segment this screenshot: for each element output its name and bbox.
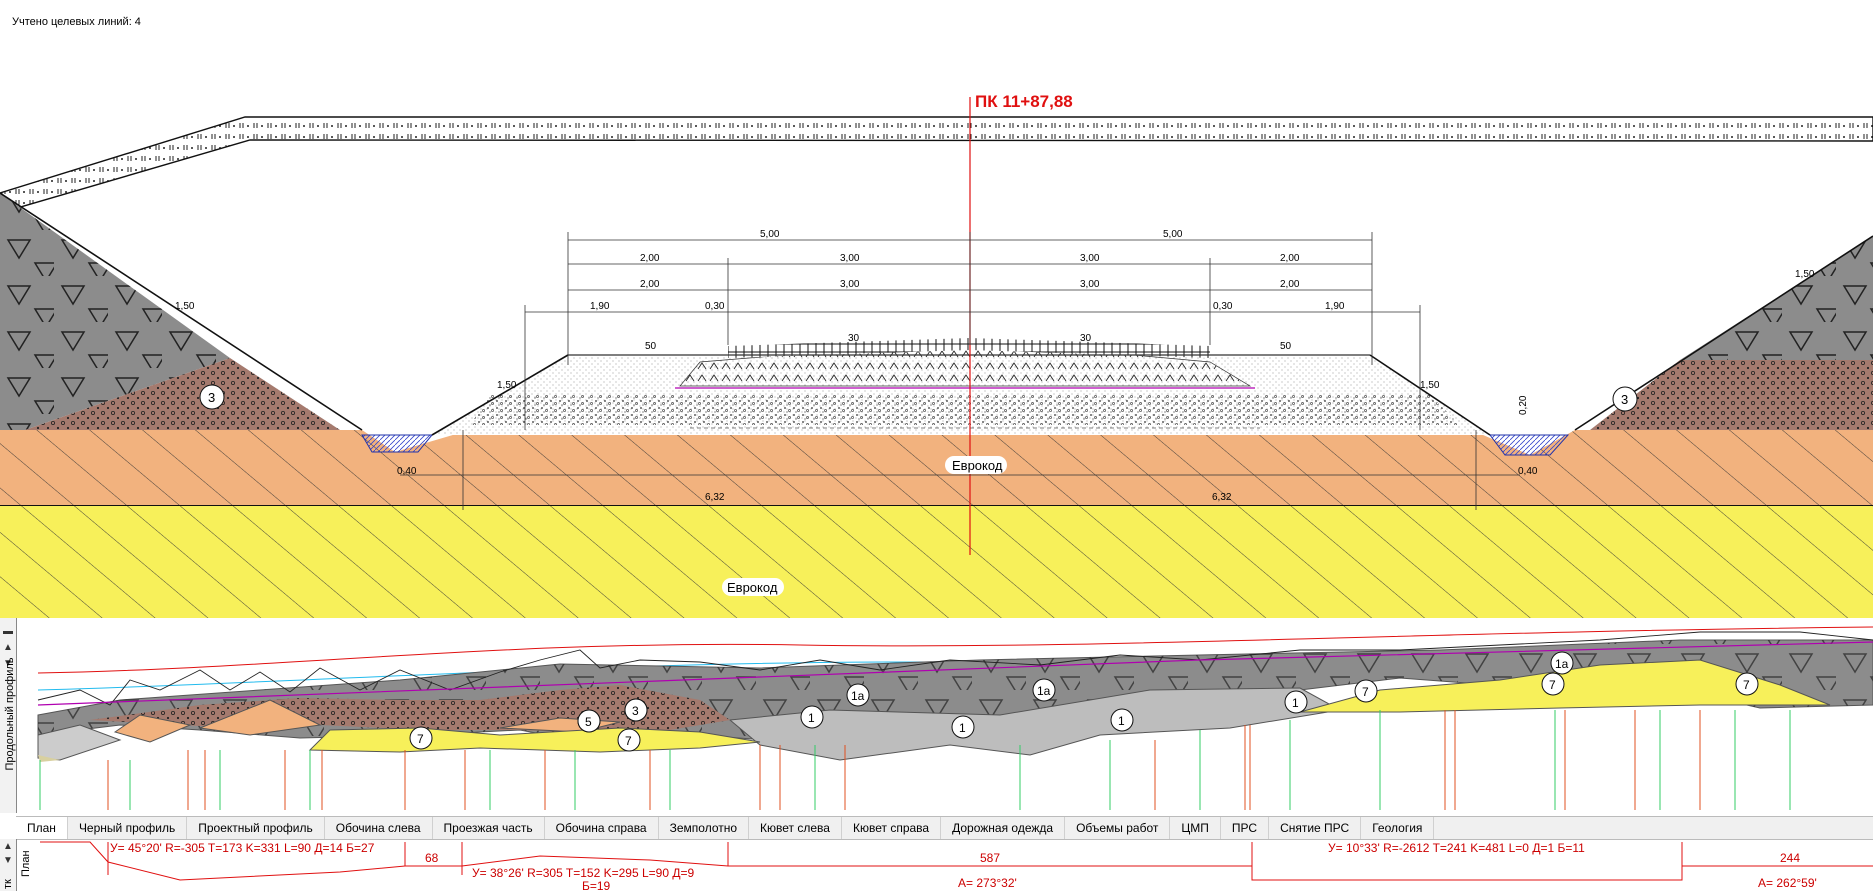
width-left: 6,32 [705,492,725,503]
plan-curve-2b: Б=19 [582,879,611,893]
profile-side-bar: ▬ ▲ ▼ Продольный профиль [0,618,17,813]
tab-carriageway[interactable]: Проезжая часть [433,817,545,839]
tab-left-ditch[interactable]: Кювет слева [749,817,842,839]
slope-right-emb: 1,50 [1420,380,1440,391]
station-label: ПК 11+87,88 [975,92,1073,111]
shoulder-slope-left: 50 [645,341,657,352]
dim-shoulder-right: 1,90 [1325,301,1345,312]
profile-panel[interactable]: ▬ ▲ ▼ Продольный профиль [0,618,1873,813]
tab-dtm[interactable]: ЦМП [1170,817,1221,839]
tab-black-profile[interactable]: Черный профиль [68,817,188,839]
dim-edge-right: 0,30 [1213,301,1233,312]
plan-length-3: 244 [1780,851,1801,865]
plan-length-2: 587 [980,851,1001,865]
slope-right-top: 1,50 [1795,269,1815,280]
crown-left: 30 [848,333,860,344]
dim-row3-1: 3,00 [840,279,860,290]
ditch-width-left: 0,40 [397,466,417,477]
layer-tag-right: 3 [1621,392,1628,407]
tab-right-shoulder[interactable]: Обочина справа [545,817,659,839]
dim-row3-3: 2,00 [1280,279,1300,290]
plan-curve-1: У= 45°20' R=-305 T=173 K=331 L=90 Д=14 Б… [110,841,375,855]
dim-row2-2: 3,00 [1080,253,1100,264]
shoulder-slope-right: 50 [1280,341,1292,352]
dim-row3-2: 3,00 [1080,279,1100,290]
dim-row3-0: 2,00 [640,279,660,290]
plan-azimuth-1: A= 273°32' [958,876,1017,890]
profile-boreholes [39,710,1791,810]
profile-tag-10: 1 [1292,696,1299,710]
slope-left-top: 1,50 [175,301,195,312]
plan-side-bar: ▲ ▼ [0,839,17,891]
profile-chart[interactable]: 3 5 7 7 1а 1 1 1а 1 1 7 1а 7 7 [17,618,1873,813]
ditch-left [361,434,434,453]
slope-left-emb: 1,50 [497,380,517,391]
target-lines-counter: Учтено целевых линий: 4 [12,16,141,28]
profile-tag-1b: 5 [585,715,592,729]
crown-right: 30 [1080,333,1092,344]
plan-curve-2: У= 38°26' R=305 T=152 K=295 L=90 Д=9 [472,866,695,880]
scroll-plan-icon[interactable]: ▼ [3,855,13,866]
scroll-down-icon[interactable]: ▼ [3,658,13,669]
dim-row2-1: 3,00 [840,253,860,264]
dimension-lines [400,232,1520,510]
profile-tag-4: 7 [625,734,632,748]
plan-length-1: 68 [425,851,439,865]
ditch-right [1489,434,1570,456]
profile-tag-6: 1 [808,711,815,725]
profile-tag-8: 1а [1037,684,1051,698]
tab-pavement[interactable]: Дорожная одежда [941,817,1066,839]
profile-tag-14: 7 [1743,678,1750,692]
profile-tag-13: 7 [1549,678,1556,692]
profile-tag-3: 7 [417,732,424,746]
dim-top-left: 5,00 [760,229,780,240]
soil-label-lower: Еврокод [727,580,778,595]
tab-bar: План Черный профиль Проектный профиль Об… [16,816,1873,840]
dim-shoulder-left: 1,90 [590,301,610,312]
road-surface-layer [728,338,1210,358]
ditch-depth-right: 0,20 [1518,395,1529,415]
plan-curve-3: У= 10°33' R=-2612 T=241 K=481 L=0 Д=1 Б=… [1328,841,1585,855]
profile-tag-11: 7 [1362,685,1369,699]
profile-tag-2: 3 [632,704,639,718]
tab-left-shoulder[interactable]: Обочина слева [325,817,433,839]
soil-label-upper: Еврокод [952,458,1003,473]
dim-row2-3: 2,00 [1280,253,1300,264]
profile-tag-9: 1 [1118,714,1125,728]
cross-section-view[interactable]: ПК 11+87,88 5,00 5,00 2,00 3,00 3,00 2,0… [0,40,1873,618]
tab-geology[interactable]: Геология [1361,817,1435,839]
ground-surface-band [0,116,1873,214]
profile-side-label: Продольный профиль [4,657,16,771]
scroll-up-icon[interactable]: ▲ [3,642,13,653]
dim-row2-0: 2,00 [640,253,660,264]
tab-plan[interactable]: План [16,817,68,839]
tab-design-profile[interactable]: Проектный профиль [187,817,325,839]
plan-strip [40,841,1873,881]
collapse-plan-icon[interactable]: ▲ [3,841,13,852]
width-right: 6,32 [1212,492,1232,503]
plan-panel[interactable]: ▲ ▼ План тк У= 45°20' R=-305 T=173 K=331… [0,839,1873,893]
dim-edge-left: 0,30 [705,301,725,312]
tab-right-ditch[interactable]: Кювет справа [842,817,942,839]
tab-subgrade[interactable]: Земполотно [659,817,750,839]
profile-tag-7: 1 [959,721,966,735]
plan-azimuth-2: A= 262°59' [1758,876,1817,890]
profile-tag-12: 1а [1555,657,1569,671]
tab-topsoil[interactable]: ПРС [1221,817,1270,839]
tab-work-volumes[interactable]: Объемы работ [1065,817,1171,839]
tab-topsoil-removal[interactable]: Снятие ПРС [1269,817,1362,839]
layer-tag-left: 3 [208,390,215,405]
dim-top-right: 5,00 [1163,229,1183,240]
profile-tag-5: 1а [851,689,865,703]
collapse-icon[interactable]: ▬ [3,626,13,637]
plan-side-label-2: тк [2,879,14,889]
ditch-width-right: 0,40 [1518,466,1538,477]
